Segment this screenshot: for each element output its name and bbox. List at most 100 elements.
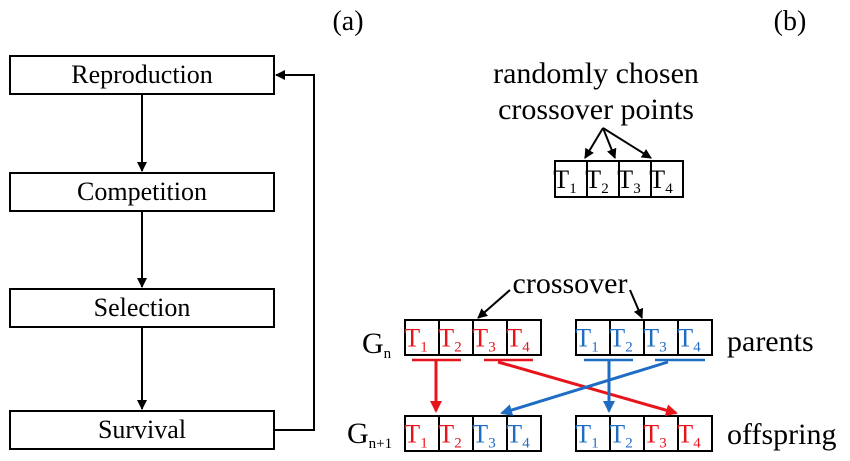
parent-blue-label-2-sub: 2 <box>625 340 633 356</box>
offspring-1-label-1: T1 <box>404 420 427 452</box>
offspring-1-label-2-base: T <box>438 420 454 449</box>
offspring-2-cell-4 <box>677 415 713 452</box>
parent-blue-label-3-base: T <box>643 324 659 353</box>
parent-red-label-4-base: T <box>506 324 522 353</box>
step-label-competition: Competition <box>77 177 207 206</box>
offspring-1-label-4-base: T <box>506 420 522 449</box>
offspring-2-label-4: T4 <box>677 420 701 452</box>
offspring-2-label-2: T2 <box>609 420 632 452</box>
gen-n1-base: G <box>347 417 369 450</box>
parent-blue-label-1: T1 <box>575 324 598 356</box>
gen-n-base: G <box>362 327 384 360</box>
arrow-crossover-point-3 <box>602 127 652 159</box>
offspring-1-label-1-sub: 1 <box>420 436 428 452</box>
parent-blue-label-1-base: T <box>575 324 591 353</box>
parent-blue-label-4: T4 <box>677 324 701 356</box>
parent-blue-label-1-sub: 1 <box>591 340 599 356</box>
panel-b-label: (b) <box>774 6 807 37</box>
step-label-reproduction: Reproduction <box>71 60 213 89</box>
top-seq-label-1-base: T <box>553 165 569 194</box>
crossover-points-label-line2: crossover points <box>498 93 694 126</box>
top-seq-label-2-base: T <box>585 165 601 194</box>
top-seq-label-4-base: T <box>649 165 665 194</box>
offspring-2-label-3-base: T <box>643 420 659 449</box>
offspring-1-cell-2 <box>438 415 474 452</box>
parent-red-cell-1 <box>404 319 440 356</box>
offspring-2-label-1-sub: 1 <box>591 436 599 452</box>
parent-red-label-1-sub: 1 <box>420 340 428 356</box>
crossover-points-label-line1: randomly chosen <box>493 57 699 90</box>
arrow-crossover-left <box>477 289 511 319</box>
gen-n1-label: Gn+1 <box>347 417 392 452</box>
offspring-2-cell-1 <box>575 415 611 452</box>
parent-red-label-4-sub: 4 <box>522 340 530 356</box>
offspring-2-label-4-sub: 4 <box>693 436 701 452</box>
parent-red-label-1: T1 <box>404 324 427 356</box>
parent-red-label-3: T3 <box>472 324 495 356</box>
top-seq-label-3: T3 <box>617 165 640 197</box>
arrow-crossover-point-2 <box>602 127 617 159</box>
parent-blue-label-3-sub: 3 <box>659 340 667 356</box>
offspring-label: offspring <box>727 418 836 451</box>
offspring-2-label-2-base: T <box>609 420 625 449</box>
top-seq-label-2: T2 <box>585 165 608 197</box>
offspring-1-label-3: T3 <box>472 420 495 452</box>
offspring-1-cell-4 <box>506 415 542 452</box>
gen-n-label: Gn <box>362 327 392 362</box>
top-seq-cell-4 <box>650 160 684 198</box>
top-seq-label-1: T1 <box>553 165 576 197</box>
gen-n1-sub: n+1 <box>369 436 392 452</box>
step-box-competition <box>9 172 275 212</box>
top-seq-label-1-sub: 1 <box>569 181 577 197</box>
parent-blue-label-2: T2 <box>609 324 632 356</box>
offspring-2-label-2-sub: 2 <box>625 436 633 452</box>
arrow-crossover-right <box>629 289 644 319</box>
top-seq-label-4-sub: 4 <box>665 181 673 197</box>
arrow-loop-survival-reproduction <box>274 70 315 431</box>
parent-blue-label-4-sub: 4 <box>693 340 701 356</box>
gen-n-sub: n <box>384 346 392 362</box>
offspring-1-label-2-sub: 2 <box>454 436 462 452</box>
parent-red-label-2-base: T <box>438 324 454 353</box>
top-seq-label-4: T4 <box>649 165 673 197</box>
step-label-survival: Survival <box>98 415 186 444</box>
offspring-1-label-1-base: T <box>404 420 420 449</box>
offspring-2-label-3: T3 <box>643 420 666 452</box>
offspring-2-cell-3 <box>643 415 679 452</box>
offspring-2-label-1: T1 <box>575 420 598 452</box>
flowchart: Reproduction Competition Selection Survi… <box>9 55 315 450</box>
parent-blue-cell-1 <box>575 319 611 356</box>
offspring-1-label-2: T2 <box>438 420 461 452</box>
offspring-1-label-3-base: T <box>472 420 488 449</box>
offspring-1-cell-1 <box>404 415 440 452</box>
offspring-1-label-4-sub: 4 <box>522 436 530 452</box>
parent-blue-label-3: T3 <box>643 324 666 356</box>
parent-red-label-1-base: T <box>404 324 420 353</box>
panel-a-label: (a) <box>332 6 363 37</box>
top-seq-label-3-base: T <box>617 165 633 194</box>
parent-red-label-2-sub: 2 <box>454 340 462 356</box>
parent-blue-label-4-base: T <box>677 324 693 353</box>
parent-red-cell-3 <box>472 319 508 356</box>
offspring-2-label-3-sub: 3 <box>659 436 667 452</box>
parent-blue-cell-4 <box>677 319 713 356</box>
parent-blue-label-2-base: T <box>609 324 625 353</box>
parent-red-label-3-sub: 3 <box>488 340 496 356</box>
step-box-reproduction <box>9 55 275 95</box>
parents-label: parents <box>727 325 814 358</box>
parent-red-label-3-base: T <box>472 324 488 353</box>
offspring-1-label-4: T4 <box>506 420 530 452</box>
parent-red-label-4: T4 <box>506 324 530 356</box>
top-seq-label-3-sub: 3 <box>633 181 641 197</box>
arrow-crossover-point-1 <box>584 127 604 159</box>
parent-red-cell-4 <box>506 319 542 356</box>
offspring-1-label-3-sub: 3 <box>488 436 496 452</box>
top-seq-label-2-sub: 2 <box>601 181 609 197</box>
parent-red-label-2: T2 <box>438 324 461 356</box>
